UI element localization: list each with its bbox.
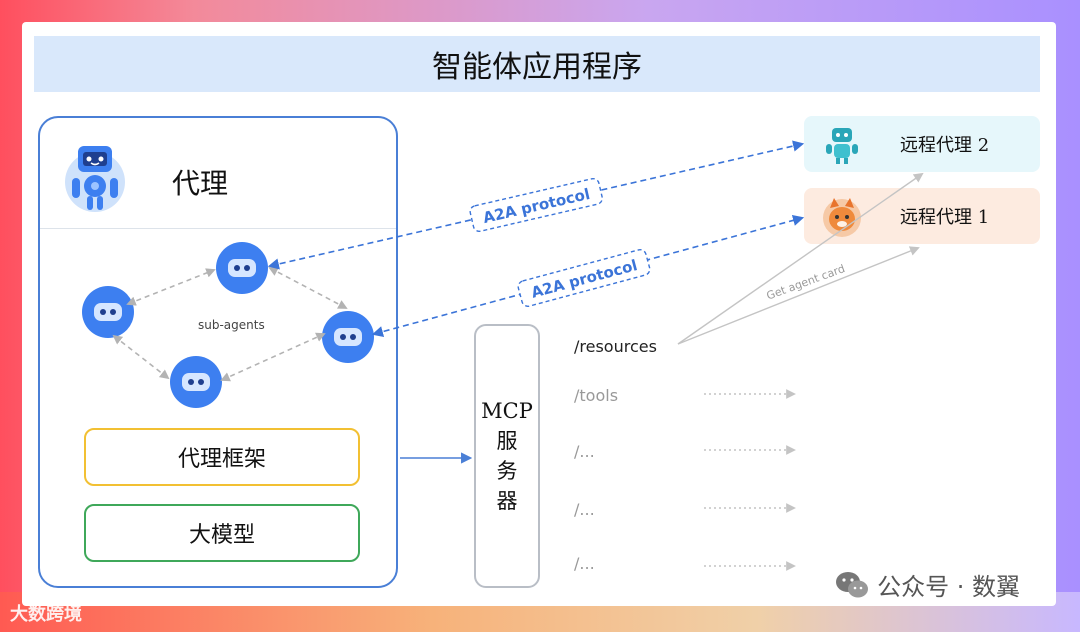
mcp-label-line: 务 (496, 459, 518, 483)
llm-box: 大模型 (84, 504, 360, 562)
get-agent-card-line (677, 246, 920, 345)
mcp-label-line: 服 (496, 429, 518, 453)
sub-agent-link (268, 267, 348, 309)
watermark: 公众号 · 数翼 (835, 567, 1020, 602)
page-title: 智能体应用程序 (34, 36, 1040, 92)
remote-agent-1: 远程代理 1 (804, 188, 1040, 244)
mcp-label-line: MCP (481, 399, 533, 423)
resource-item: /resources (574, 337, 657, 356)
sub-agent-link (112, 334, 170, 380)
connectors: A2A protocol A2A protocol Get agent card (112, 140, 924, 571)
sub-agents-label: sub-agents (198, 318, 265, 332)
remote-agent-2: 远程代理 2 (804, 116, 1040, 172)
remote-fox-icon (823, 198, 861, 237)
a2a-label-1: A2A protocol (469, 177, 603, 232)
logo-text: 大数跨境 (10, 604, 82, 625)
sub-agent-bot-icon (170, 356, 222, 408)
sub-agent-bot-icon (216, 242, 268, 294)
brand-logo: 大数跨境 (10, 600, 82, 626)
get-agent-card-label: Get agent card (765, 262, 847, 302)
sub-agent-bot-icon (82, 286, 134, 338)
mcp-label-line: 器 (496, 489, 518, 513)
agent-panel: 代理 sub-agents 代理框架 大模型 (38, 116, 398, 588)
sub-agent-link (126, 268, 216, 306)
agent-framework-box: 代理框架 (84, 428, 360, 486)
resource-item: /... (574, 500, 595, 519)
resource-item: /... (574, 554, 595, 573)
sub-agent-link (220, 332, 326, 382)
wechat-icon (836, 571, 869, 597)
remote-robot-icon (826, 128, 858, 164)
agent-title: 代理 (172, 167, 229, 200)
get-agent-card-line (677, 172, 924, 345)
watermark-text: 公众号 · 数翼 (877, 573, 1020, 601)
divider (40, 228, 396, 229)
resource-item: /... (574, 442, 595, 461)
resource-item: /tools (574, 386, 619, 405)
a2a-label-2: A2A protocol (517, 249, 651, 307)
robot-icon (65, 146, 125, 212)
diagram-card: 智能体应用程序 代理 sub-agents (22, 22, 1056, 606)
sub-agent-bot-icon (322, 311, 374, 363)
remote-agent-2-label: 远程代理 2 (900, 135, 990, 156)
remote-agent-1-label: 远程代理 1 (900, 207, 990, 228)
